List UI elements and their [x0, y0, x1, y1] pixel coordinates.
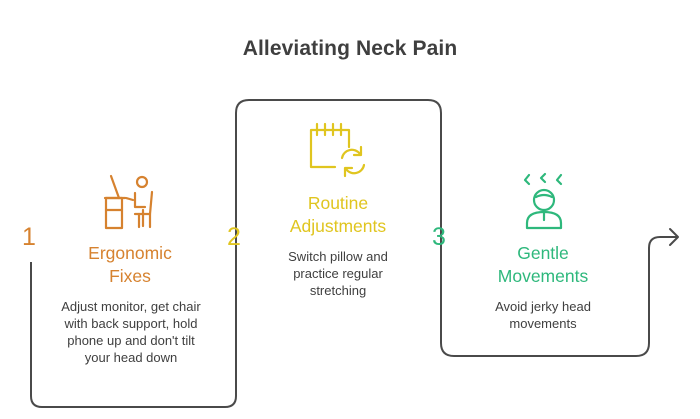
step-2-title: Routine Adjustments — [258, 192, 418, 238]
step-1-title-line1: Ergonomic — [88, 243, 172, 263]
step-2-number: 2 — [227, 223, 241, 251]
stressed-person-icon — [519, 172, 575, 239]
step-3-title: Gentle Movements — [463, 242, 623, 288]
connector-path — [30, 99, 677, 408]
step-3-number: 3 — [432, 223, 446, 251]
step-2-title-line2: Adjustments — [289, 216, 387, 236]
step-3-title-line2: Movements — [497, 266, 589, 286]
step-1-number: 1 — [22, 223, 36, 251]
step-2-description: Switch pillow and practice regular stret… — [288, 249, 388, 298]
step-3-description: Avoid jerky head movements — [495, 299, 591, 331]
arrowhead — [669, 228, 679, 246]
step-3-title-line1: Gentle — [517, 243, 569, 263]
person-at-desk-icon — [102, 172, 162, 237]
step-1-title: Ergonomic Fixes — [50, 242, 210, 288]
calendar-refresh-icon — [309, 121, 373, 186]
page-title: Alleviating Neck Pain — [242, 37, 458, 60]
step-1-description: Adjust monitor, get chair with back supp… — [61, 299, 201, 365]
step-1-title-line2: Fixes — [109, 266, 151, 286]
step-2-title-line1: Routine — [307, 193, 369, 213]
